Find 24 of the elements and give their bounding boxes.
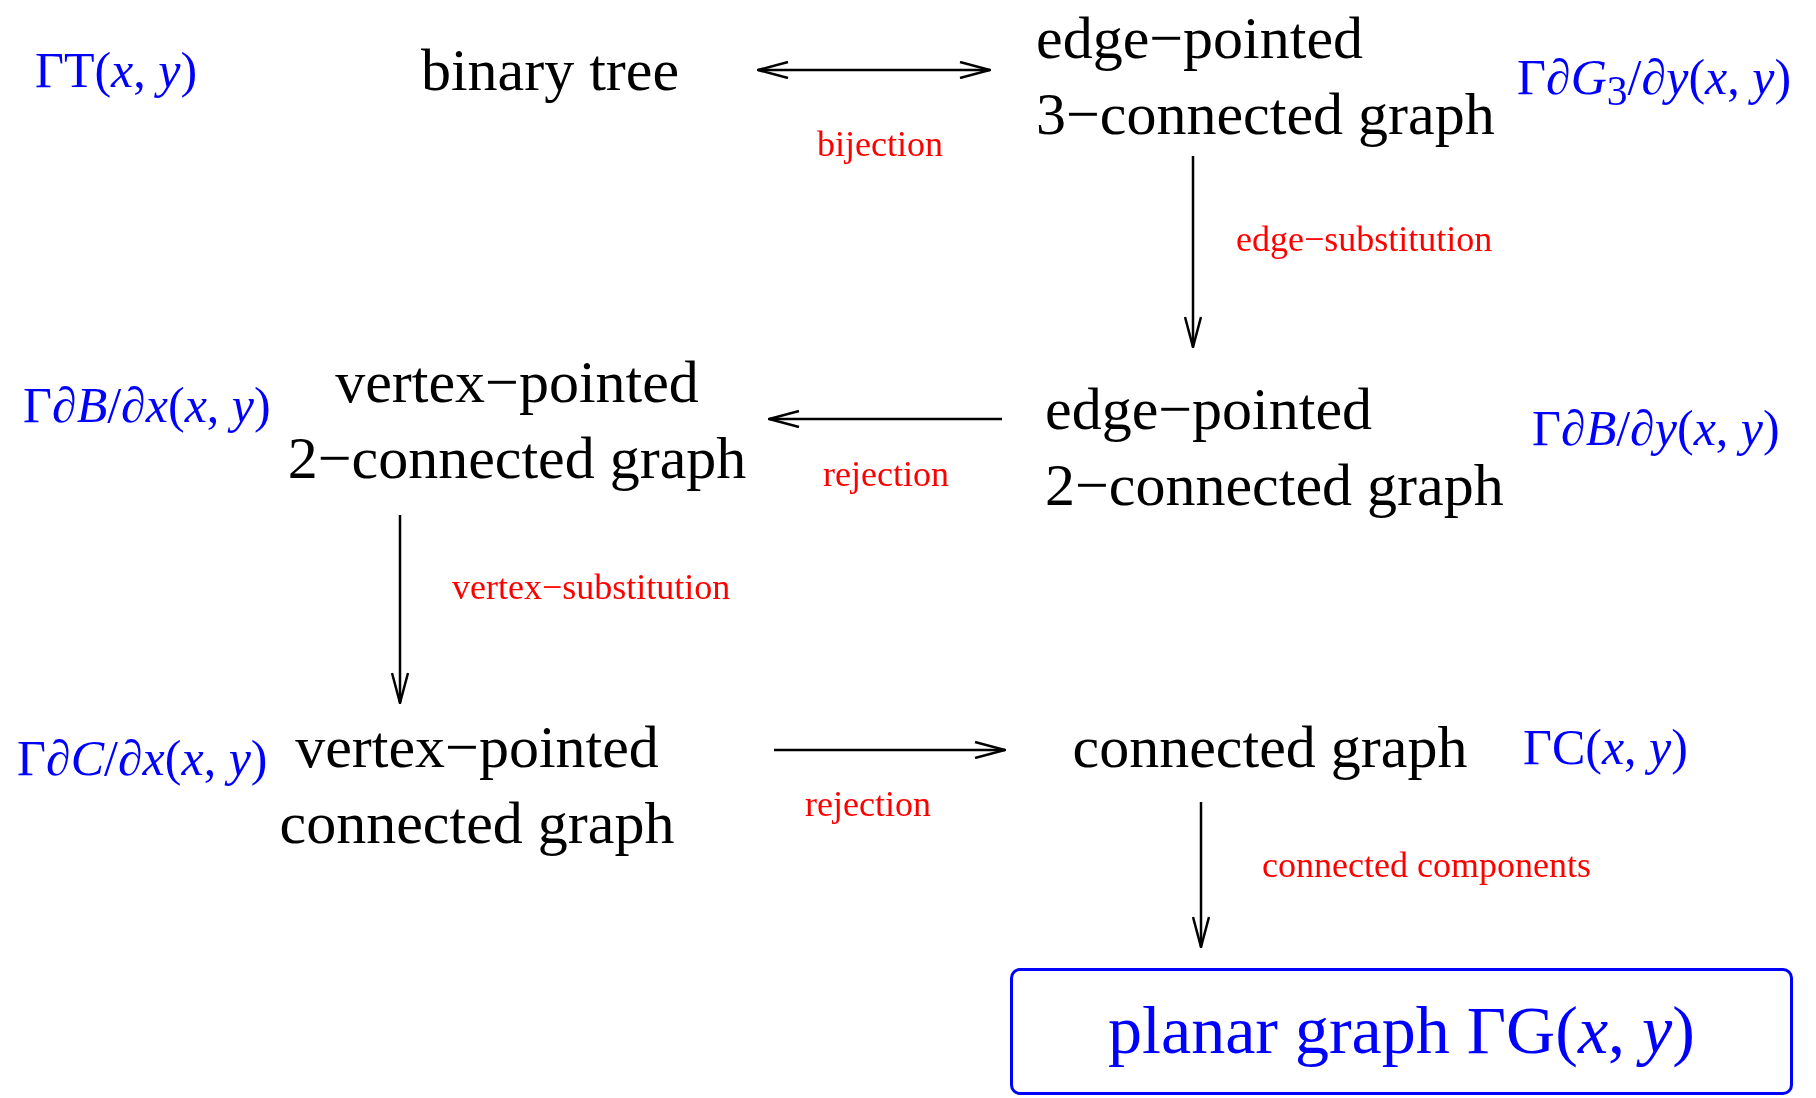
edge-label: rejection <box>823 453 949 497</box>
edge-label: edge−substitution <box>1236 218 1493 262</box>
arrow <box>390 515 410 705</box>
arrow <box>1183 156 1203 349</box>
graph-class-label: binary tree <box>400 32 700 108</box>
edge-label: bijection <box>817 123 943 167</box>
graph-class-label: connected graph <box>1055 709 1485 785</box>
generating-function: Γ∂B/∂x(x, y) <box>23 376 271 435</box>
generating-function: ΓT(x, y) <box>35 41 198 100</box>
graph-class-label: vertex−pointed 2−connected graph <box>272 344 762 496</box>
arrow <box>1191 802 1211 949</box>
graph-class-label: edge−pointed 3−connected graph <box>1036 0 1516 152</box>
arrow <box>756 60 992 80</box>
generating-function: Γ∂C/∂x(x, y) <box>17 729 268 788</box>
generating-function: Γ∂B/∂y(x, y) <box>1532 399 1780 458</box>
generating-function: Γ∂G$_{3}$/∂y(x, y) <box>1517 47 1792 116</box>
graph-class-label: edge−pointed 2−connected graph <box>1045 371 1525 523</box>
edge-label: vertex−substitution <box>452 566 731 610</box>
generating-function: ΓC(x, y) <box>1523 718 1688 777</box>
arrow <box>774 740 1007 760</box>
result-box: planar graph ΓG(x, y) <box>1010 968 1793 1095</box>
edge-label: connected components <box>1262 844 1591 888</box>
edge-label: rejection <box>805 783 931 827</box>
arrow <box>767 409 1002 429</box>
